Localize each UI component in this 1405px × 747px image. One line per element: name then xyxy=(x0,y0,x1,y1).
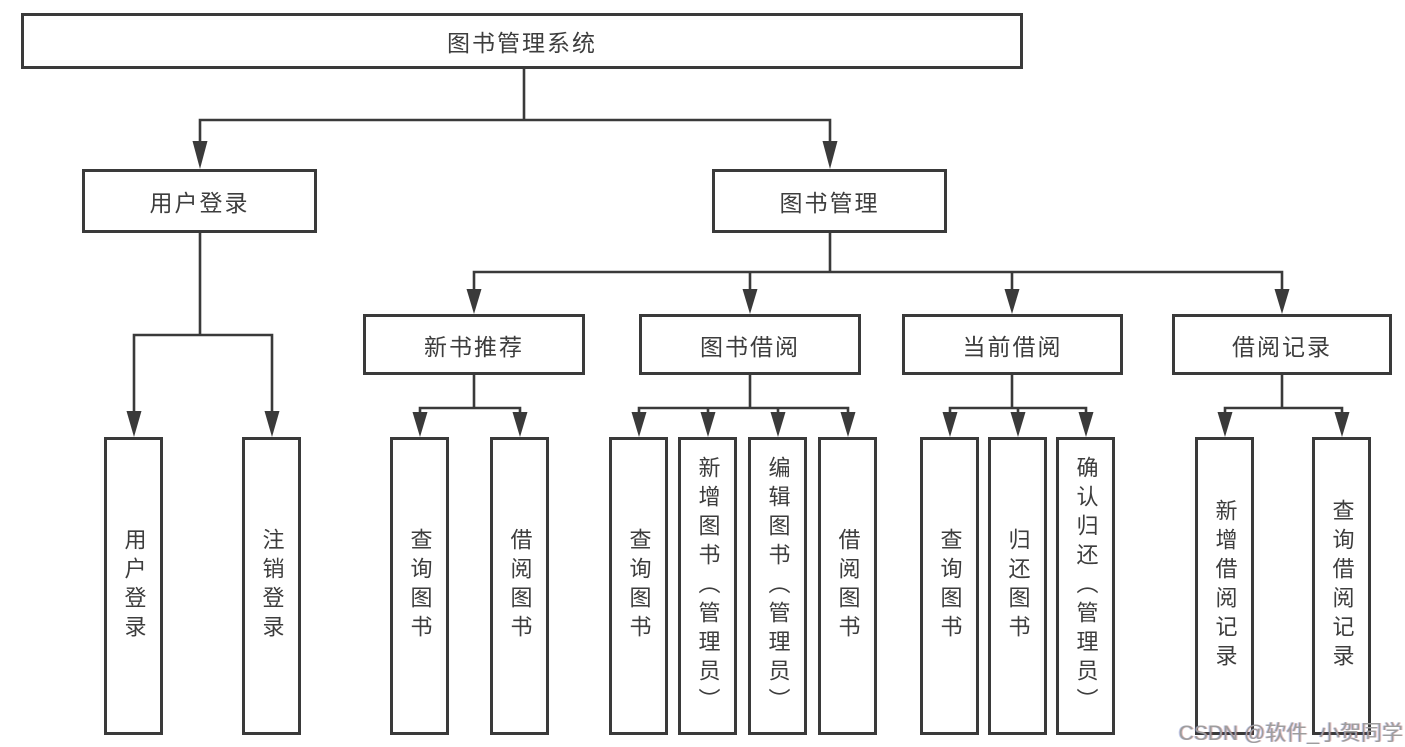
node-label: 确认归还（管理员） xyxy=(1073,455,1099,717)
node-label: 新增借阅记录 xyxy=(1212,499,1238,673)
leaf-query-books-recommend: 查询图书 xyxy=(390,437,449,735)
node-label: 图书管理 xyxy=(779,190,880,216)
node-current-borrow: 当前借阅 xyxy=(902,314,1123,375)
leaf-query-borrow-record: 查询借阅记录 xyxy=(1312,437,1371,735)
node-label: 用户登录 xyxy=(149,190,250,216)
leaf-borrow-books: 借阅图书 xyxy=(818,437,877,735)
node-label: 归还图书 xyxy=(1005,528,1031,644)
watermark-text: CSDN @软件_小贺同学 xyxy=(1178,722,1403,745)
node-book-management: 图书管理 xyxy=(712,169,947,233)
node-label: 新书推荐 xyxy=(424,333,524,360)
node-label: 当前借阅 xyxy=(962,333,1063,360)
node-label: 借阅图书 xyxy=(507,528,533,644)
leaf-logout: 注销登录 xyxy=(242,437,301,735)
leaf-user-login: 用户登录 xyxy=(104,437,163,735)
leaf-borrow-books-recommend: 借阅图书 xyxy=(490,437,549,735)
node-label: 借阅记录 xyxy=(1232,333,1332,360)
node-library-management-system: 图书管理系统 xyxy=(21,13,1023,69)
node-user-login: 用户登录 xyxy=(82,169,317,233)
leaf-add-borrow-record: 新增借阅记录 xyxy=(1195,437,1254,735)
leaf-edit-book-admin: 编辑图书（管理员） xyxy=(748,437,807,735)
node-label: 编辑图书（管理员） xyxy=(765,455,791,717)
node-label: 查询图书 xyxy=(407,528,433,644)
node-book-borrow: 图书借阅 xyxy=(639,314,861,375)
node-label: 借阅图书 xyxy=(835,528,861,644)
node-label: 查询图书 xyxy=(626,528,652,644)
leaf-query-books-current: 查询图书 xyxy=(920,437,979,735)
node-label: 图书管理系统 xyxy=(447,30,597,56)
node-label: 用户登录 xyxy=(121,528,147,644)
node-label: 查询借阅记录 xyxy=(1329,499,1355,673)
node-label: 注销登录 xyxy=(259,528,285,644)
node-borrow-record: 借阅记录 xyxy=(1172,314,1392,375)
leaf-add-book-admin: 新增图书（管理员） xyxy=(678,437,737,735)
node-new-book-recommend: 新书推荐 xyxy=(363,314,585,375)
leaf-query-books-borrow: 查询图书 xyxy=(609,437,668,735)
leaf-confirm-return-admin: 确认归还（管理员） xyxy=(1056,437,1115,735)
leaf-return-book: 归还图书 xyxy=(988,437,1047,735)
node-label: 图书借阅 xyxy=(700,333,800,360)
node-label: 查询图书 xyxy=(937,528,963,644)
node-label: 新增图书（管理员） xyxy=(695,455,721,717)
